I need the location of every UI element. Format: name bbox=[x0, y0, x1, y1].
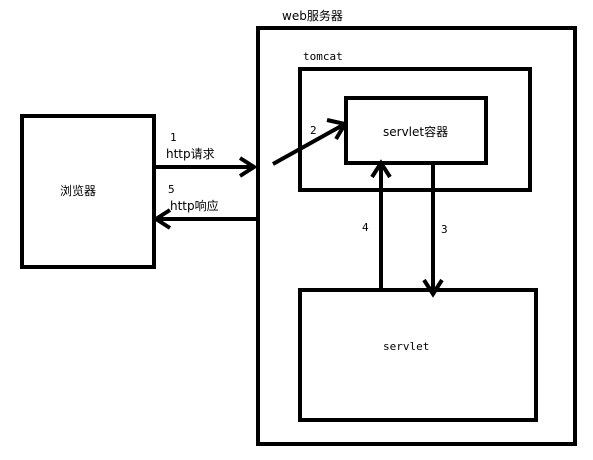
servlet-container-box bbox=[344, 96, 488, 165]
step-3-number: 3 bbox=[441, 223, 448, 236]
servlet-box bbox=[298, 288, 538, 422]
step-5-label: http响应 bbox=[170, 198, 219, 213]
browser-box bbox=[20, 114, 156, 269]
tomcat-label: tomcat bbox=[303, 50, 343, 63]
step-5-number: 5 bbox=[168, 183, 175, 196]
dispatch-arrow bbox=[422, 163, 444, 298]
browser-label: 浏览器 bbox=[60, 183, 96, 198]
step-2-number: 2 bbox=[310, 124, 317, 137]
web-server-label: web服务器 bbox=[282, 8, 343, 23]
request-arrow bbox=[154, 156, 258, 178]
response-arrow bbox=[152, 208, 256, 230]
tomcat-box bbox=[298, 67, 532, 192]
web-server-box bbox=[256, 26, 577, 446]
return-arrow bbox=[370, 159, 392, 290]
servlet-container-label: servlet容器 bbox=[383, 124, 448, 139]
step-1-number: 1 bbox=[170, 131, 177, 144]
container-arrow bbox=[272, 118, 349, 166]
step-4-number: 4 bbox=[362, 221, 369, 234]
servlet-label: servlet bbox=[383, 340, 429, 353]
step-1-label: http请求 bbox=[166, 147, 215, 161]
